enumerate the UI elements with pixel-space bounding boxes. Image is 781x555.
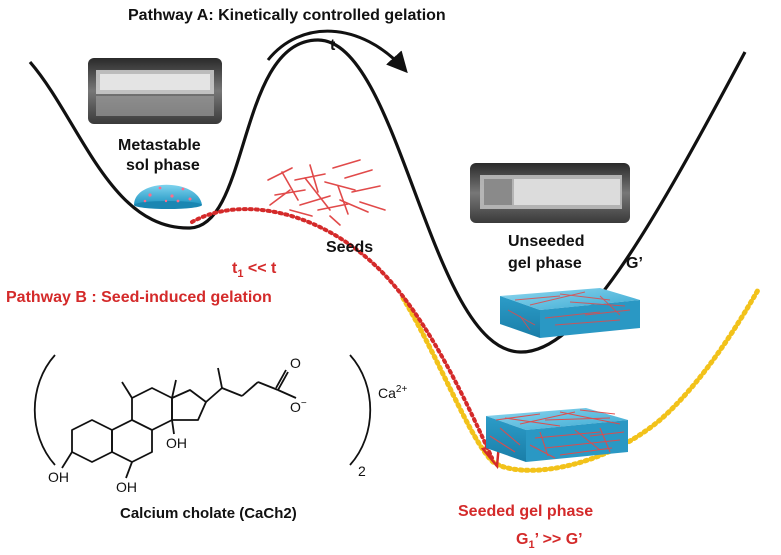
molecule-oh-top: OH	[166, 435, 187, 451]
unseeded-label-line2: gel phase	[508, 255, 582, 272]
metastable-label-line1: Metastable	[118, 137, 201, 154]
seeded-label: Seeded gel phase	[458, 503, 593, 520]
molecule-carboxylate-o: O−	[290, 398, 307, 415]
molecule-name: Calcium cholate (CaCh2)	[120, 505, 297, 522]
pathway-a-title: Pathway A: Kinetically controlled gelati…	[128, 7, 446, 24]
unseeded-label-line1: Unseeded	[508, 233, 584, 250]
pathway-a-time-label: t	[330, 37, 336, 54]
molecule-oh-bottom: OH	[48, 469, 69, 485]
cholate-structure	[33, 354, 372, 479]
seed-fibers	[267, 159, 386, 226]
sol-droplet	[134, 184, 202, 209]
seeded-gel-slab	[486, 408, 628, 462]
seeds-label: Seeds	[326, 239, 373, 256]
pathway-b-title: Pathway B : Seed-induced gelation	[6, 289, 272, 306]
metastable-label-line2: sol phase	[126, 157, 200, 174]
gel-cuvette-photo	[470, 163, 630, 223]
seeded-modulus-compare: G1’ >> G’	[516, 531, 583, 551]
pathway-b-time-label: t1 << t	[232, 260, 277, 280]
unseeded-modulus-label: G’	[626, 255, 643, 272]
molecule-oh-mid: OH	[116, 479, 137, 495]
unseeded-gel-slab	[500, 288, 640, 338]
pathway-a-arrow	[266, 29, 408, 74]
pathway-b-line	[190, 207, 494, 460]
molecule-counterion: Ca2+	[378, 384, 407, 401]
molecule-stoichiometry: 2	[358, 463, 366, 479]
seeded-pathway-line	[400, 287, 761, 473]
molecule-carbonyl-o: O	[290, 355, 301, 371]
sol-cuvette-photo	[88, 58, 222, 124]
